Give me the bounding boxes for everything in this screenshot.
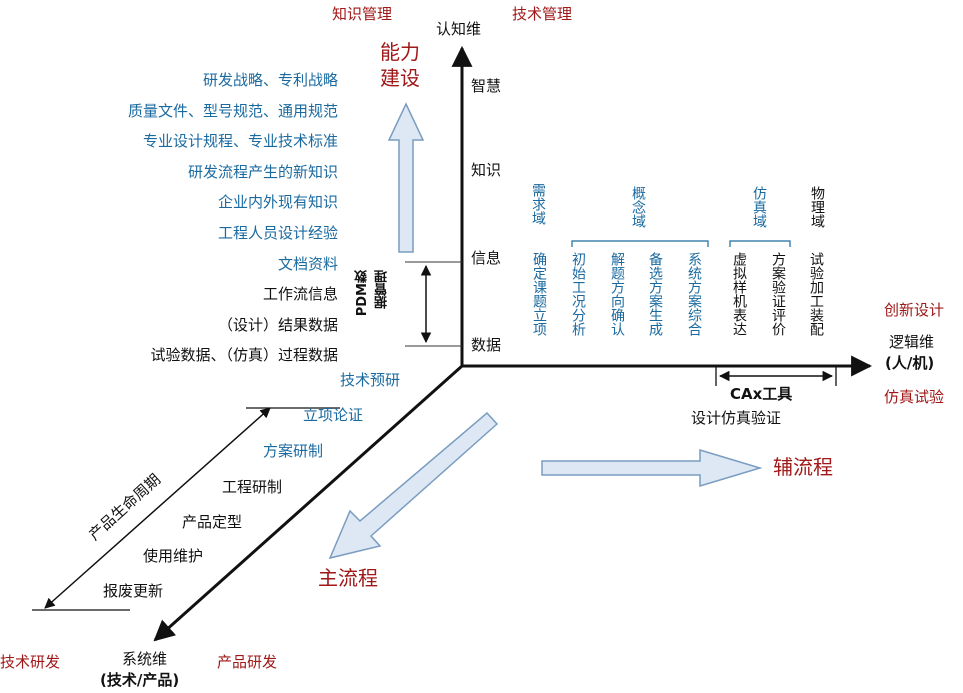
domain-physical: 物理域 (809, 186, 825, 228)
knowledge-item: （设计）结果数据 (217, 316, 338, 334)
level-data: 数据 (471, 336, 502, 354)
concept-bracket (571, 240, 709, 247)
innovation-label: 创新设计 (884, 301, 945, 319)
domain-requirement: 需求域 (530, 183, 546, 225)
cognitive-axis-label: 认知维 (436, 20, 482, 38)
main-flow-label: 主流程 (318, 566, 378, 590)
capability-label-1: 能力 (380, 40, 420, 64)
logic-step: 解题方向确认 (609, 252, 625, 336)
capability-arrow (387, 102, 425, 253)
knowledge-item: 研发战略、专利战略 (202, 71, 338, 89)
aux-flow-arrow (541, 448, 763, 488)
logic-axis-label-1: 逻辑维 (889, 333, 935, 351)
lifecycle-stage: 立项论证 (303, 406, 364, 424)
knowledge-item: 文档资料 (277, 255, 338, 273)
logic-step: 方案验证评价 (770, 252, 786, 336)
logic-axis-label-2: (人/机) (885, 354, 935, 372)
logic-step: 虚拟样机表达 (731, 252, 747, 336)
logic-step: 系统方案综合 (686, 252, 702, 336)
logic-step: 试验加工装配 (808, 252, 824, 336)
simulation-bracket (729, 240, 791, 247)
system-axis-label-1: 系统维 (122, 650, 168, 668)
knowledge-item: 企业内外现有知识 (217, 193, 338, 211)
cax-desc-label: 设计仿真验证 (691, 409, 782, 427)
tech-mgmt-label: 技术管理 (512, 5, 573, 23)
tech-rd-label: 技术研发 (0, 653, 61, 671)
level-wisdom: 智慧 (471, 77, 502, 95)
cax-tool-label: CAx工具 (730, 385, 793, 403)
level-information: 信息 (471, 249, 502, 267)
logic-step: 初始工况分析 (570, 252, 586, 336)
product-rd-label: 产品研发 (217, 653, 278, 671)
sim-test-label: 仿真试验 (884, 388, 945, 406)
system-axis-label-2: (技术/产品) (100, 671, 180, 689)
knowledge-item: 试验数据、（仿真）过程数据 (150, 346, 338, 364)
pdm-label-line2: 据管理 (375, 270, 390, 309)
knowledge-item: 专业设计规程、专业技术标准 (142, 132, 338, 150)
level-knowledge: 知识 (471, 161, 502, 179)
lifecycle-stage: 产品定型 (182, 513, 243, 531)
lifecycle-stage: 使用维护 (143, 547, 204, 565)
knowledge-mgmt-label: 知识管理 (332, 5, 393, 23)
capability-label-2: 建设 (380, 66, 420, 90)
lifecycle-axis (44, 407, 271, 609)
pdm-label-line1: PDM数 (355, 270, 370, 317)
lifecycle-stage: 技术预研 (340, 371, 401, 389)
lifecycle-stage: 工程研制 (222, 478, 283, 496)
pdm-label: PDM数 据管理 (355, 262, 406, 342)
knowledge-item: 研发流程产生的新知识 (187, 163, 338, 181)
domain-concept: 概念域 (630, 186, 646, 228)
knowledge-item: 工作流信息 (262, 285, 338, 303)
aux-flow-label: 辅流程 (773, 455, 833, 479)
knowledge-item: 质量文件、型号规范、通用规范 (127, 102, 338, 120)
logic-step: 确定课题立项 (531, 252, 547, 336)
lifecycle-stage: 报废更新 (103, 582, 164, 600)
main-flow-arrow (328, 411, 499, 560)
domain-simulation: 仿真域 (751, 186, 767, 228)
knowledge-item: 工程人员设计经验 (217, 224, 338, 242)
logic-step: 备选方案生成 (647, 252, 663, 336)
lifecycle-stage: 方案研制 (263, 442, 324, 460)
